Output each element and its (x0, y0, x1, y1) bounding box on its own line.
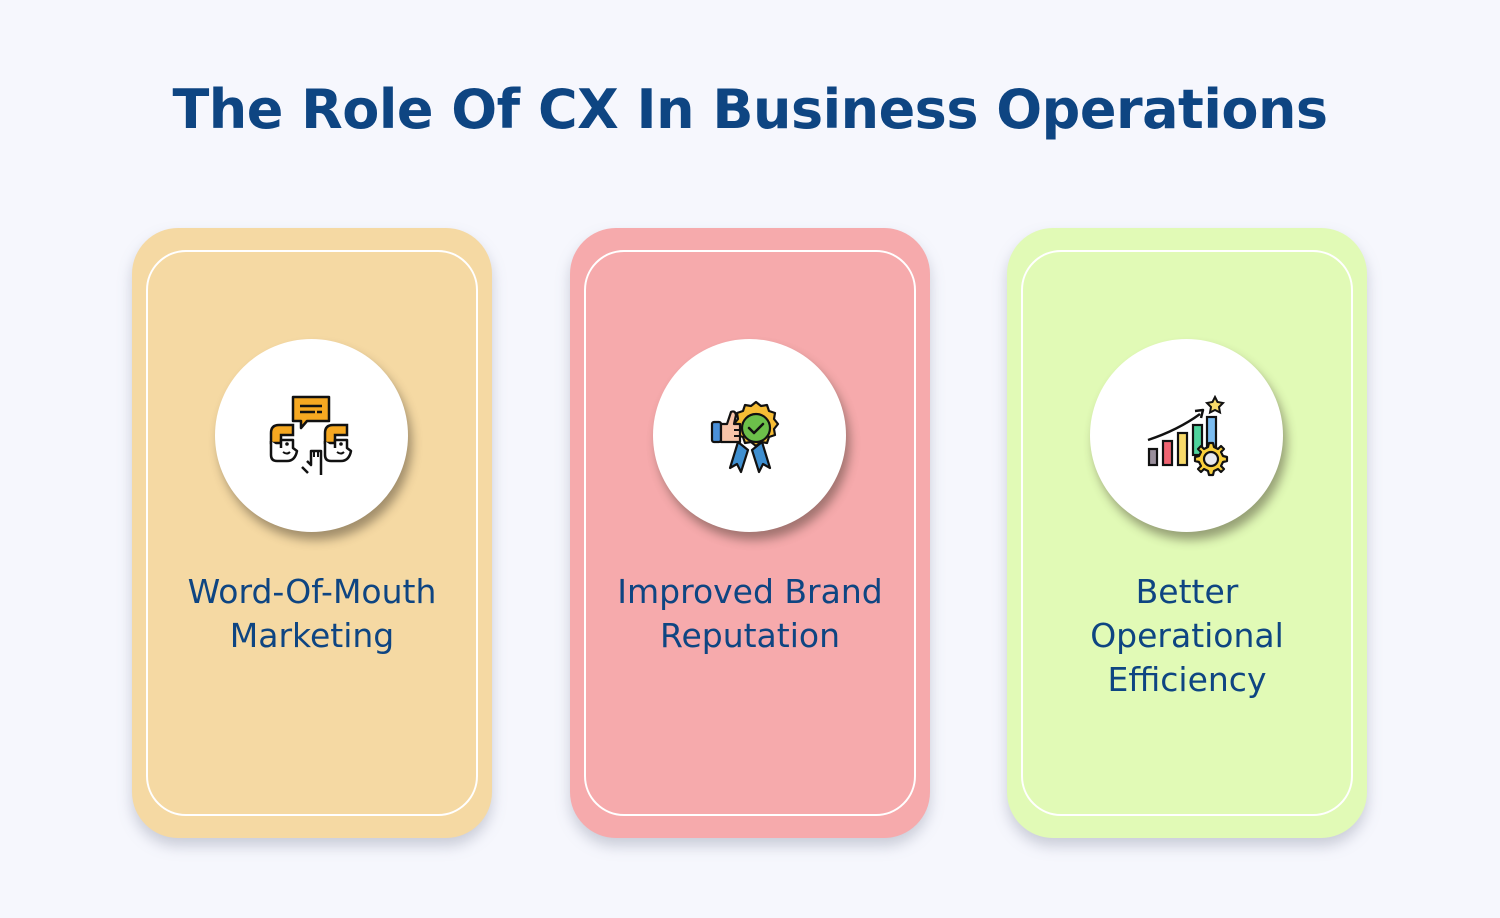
card-label: Improved Brand Reputation (617, 572, 883, 655)
card-operational-efficiency: Better Operational Efficiency (1007, 228, 1367, 838)
icon-circle (1090, 339, 1283, 532)
card-inner-border (584, 250, 916, 816)
thumbs-up-award-badge-icon (710, 400, 779, 473)
card-inner-border (1021, 250, 1353, 816)
card-label: Word-Of-Mouth Marketing (187, 572, 437, 655)
card-word-of-mouth: Word-Of-Mouth Marketing (132, 228, 492, 838)
icon-circle (215, 339, 408, 532)
page-title: The Role Of CX In Business Operations (172, 78, 1328, 141)
growth-chart-gear-icon (1147, 394, 1228, 476)
card-label: Better Operational Efficiency (1090, 572, 1284, 699)
icon-circle (653, 339, 846, 532)
card-brand-reputation: Improved Brand Reputation (570, 228, 930, 838)
word-of-mouth-people-talking-icon (269, 395, 352, 475)
card-inner-border (146, 250, 478, 816)
